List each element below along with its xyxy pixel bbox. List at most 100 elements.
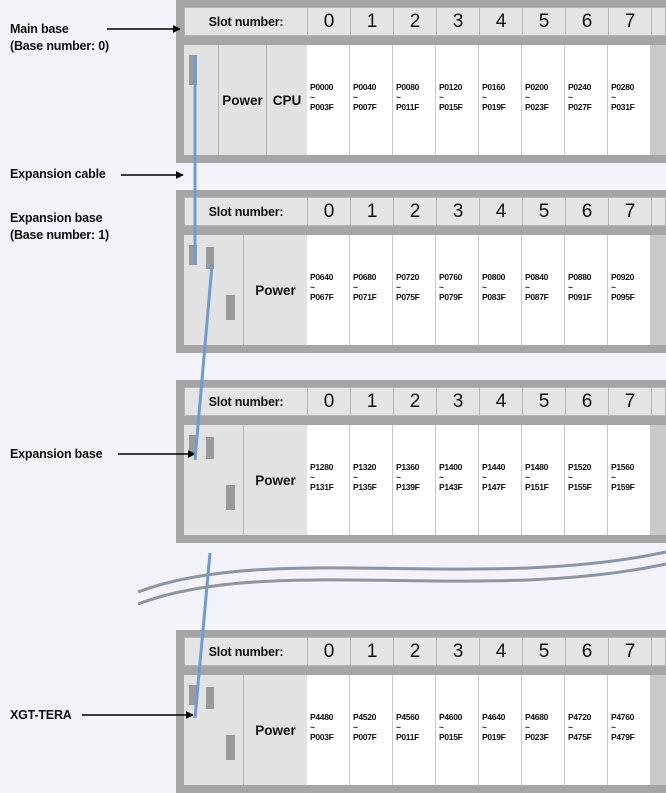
slot-number-7: 7	[609, 388, 652, 415]
address-start: P0040	[353, 82, 377, 92]
address-start: P0160	[482, 82, 506, 92]
expansion-base-1-label-line1: Expansion base	[10, 211, 103, 225]
io-slot-0: P0000~P003F	[307, 45, 349, 155]
address-end: P003F	[310, 102, 334, 112]
power-label: Power	[255, 472, 296, 488]
io-slot-2: P1360~P139F	[393, 425, 435, 535]
slot-number-2: 2	[394, 388, 437, 415]
io-address-range: P1280~P131F	[310, 462, 334, 493]
slot-number-0: 0	[308, 198, 351, 225]
io-slot-4: P1440~P147F	[479, 425, 521, 535]
address-start: P1400	[439, 462, 463, 472]
io-address-range: P0120~P015F	[439, 82, 463, 113]
cpu-label: CPU	[272, 92, 302, 108]
address-end: P079F	[439, 292, 463, 302]
address-end: P155F	[568, 482, 592, 492]
io-address-range: P0240~P027F	[568, 82, 592, 113]
address-end: P139F	[396, 482, 420, 492]
xgt-tera-label: XGT-TERA	[10, 707, 72, 724]
address-end: P019F	[482, 732, 506, 742]
address-start: P4760	[611, 712, 635, 722]
slot-number-6: 6	[566, 638, 609, 665]
io-slot-0: P1280~P131F	[307, 425, 349, 535]
power-module: Power	[244, 235, 308, 345]
address-end: P015F	[439, 102, 463, 112]
connector-module	[184, 45, 219, 155]
io-slot-4: P0800~P083F	[479, 235, 521, 345]
slot-number-3: 3	[437, 388, 480, 415]
address-separator: ~	[482, 92, 487, 102]
address-start: P1560	[611, 462, 635, 472]
io-address-range: P1560~P159F	[611, 462, 635, 493]
io-slot-7: P0280~P031F	[608, 45, 650, 155]
address-start: P4520	[353, 712, 377, 722]
break-mark-upper	[137, 550, 666, 594]
address-start: P0640	[310, 272, 334, 282]
expansion-base-2-label: Expansion base	[10, 446, 103, 463]
connector-port-1	[206, 247, 214, 269]
io-address-range: P1520~P155F	[568, 462, 592, 493]
io-address-range: P0160~P019F	[482, 82, 506, 113]
break-mark-lower	[137, 562, 666, 606]
io-address-range: P4760~P479F	[611, 712, 635, 743]
io-slot-1: P4520~P007F	[350, 675, 392, 785]
cpu-module: CPU	[267, 45, 308, 155]
address-separator: ~	[396, 472, 401, 482]
address-separator: ~	[568, 722, 573, 732]
connector-port-2	[226, 295, 235, 320]
slot-number-4: 4	[480, 8, 523, 35]
slot-number-6: 6	[566, 388, 609, 415]
io-slot-2: P0080~P011F	[393, 45, 435, 155]
slot-number-1: 1	[351, 638, 394, 665]
address-start: P0280	[611, 82, 635, 92]
address-start: P1320	[353, 462, 377, 472]
slot-number-2: 2	[394, 638, 437, 665]
address-end: P031F	[611, 102, 635, 112]
address-end: P131F	[310, 482, 334, 492]
address-end: P075F	[396, 292, 420, 302]
address-start: P1360	[396, 462, 420, 472]
address-end: P475F	[568, 732, 592, 742]
io-address-range: P0800~P083F	[482, 272, 506, 303]
address-separator: ~	[525, 722, 530, 732]
io-address-range: P0200~P023F	[525, 82, 549, 113]
address-separator: ~	[353, 92, 358, 102]
slot-number-4: 4	[480, 388, 523, 415]
address-end: P091F	[568, 292, 592, 302]
io-address-range: P4640~P019F	[482, 712, 506, 743]
address-end: P159F	[611, 482, 635, 492]
io-address-range: P4600~P015F	[439, 712, 463, 743]
slot-number-3: 3	[437, 8, 480, 35]
address-end: P003F	[310, 732, 334, 742]
io-address-range: P0640~P067F	[310, 272, 334, 303]
io-slot-6: P4720~P475F	[565, 675, 607, 785]
slot-number-1: 1	[351, 388, 394, 415]
address-start: P0200	[525, 82, 549, 92]
io-slot-0: P0640~P067F	[307, 235, 349, 345]
slot-number-3: 3	[437, 198, 480, 225]
io-slot-2: P0720~P075F	[393, 235, 435, 345]
io-address-range: P1360~P139F	[396, 462, 420, 493]
address-end: P023F	[525, 102, 549, 112]
io-slot-3: P4600~P015F	[436, 675, 478, 785]
slot-number-0: 0	[308, 388, 351, 415]
io-address-range: P0760~P079F	[439, 272, 463, 303]
io-address-range: P1400~P143F	[439, 462, 463, 493]
address-end: P479F	[611, 732, 635, 742]
address-start: P0760	[439, 272, 463, 282]
address-end: P015F	[439, 732, 463, 742]
address-end: P071F	[353, 292, 377, 302]
io-slot-1: P0040~P007F	[350, 45, 392, 155]
address-separator: ~	[396, 282, 401, 292]
slot-number-5: 5	[523, 638, 566, 665]
io-slot-4: P4640~P019F	[479, 675, 521, 785]
address-end: P087F	[525, 292, 549, 302]
io-slot-1: P1320~P135F	[350, 425, 392, 535]
slot-number-7: 7	[609, 638, 652, 665]
slot-number-5: 5	[523, 198, 566, 225]
expansion-cable-label: Expansion cable	[10, 166, 106, 183]
io-address-range: P0680~P071F	[353, 272, 377, 303]
